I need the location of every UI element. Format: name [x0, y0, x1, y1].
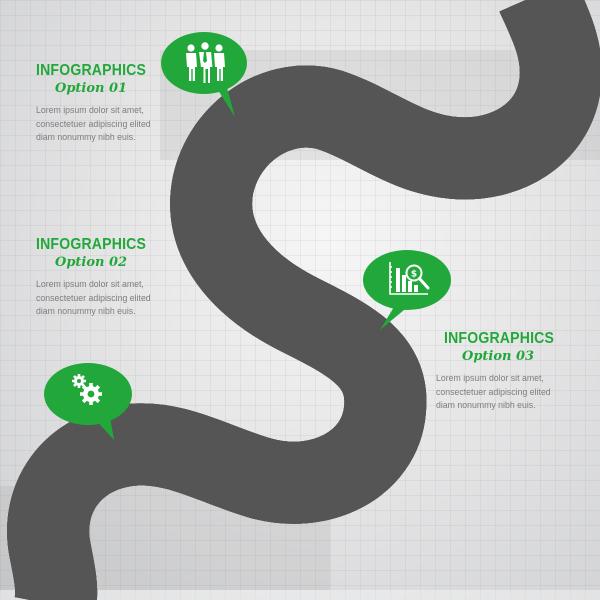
body-line: Lorem ipsum dolor sit amet,: [36, 105, 144, 116]
option-01-body: Lorem ipsum dolor sit amet, consectetuer…: [36, 104, 202, 145]
option-02-subtitle: Option 02: [55, 255, 128, 270]
background-band-footer: [0, 590, 600, 600]
option-03-block: INFOGRAPHICS Option 03 Lorem ipsum dolor…: [436, 330, 600, 413]
option-01-subtitle: Option 01: [55, 81, 128, 96]
body-line: Lorem ipsum dolor sit amet,: [436, 373, 544, 384]
option-03-subtitle: Option 03: [462, 349, 535, 364]
option-03-body: Lorem ipsum dolor sit amet, consectetuer…: [436, 372, 600, 413]
body-line: diam nonummy nibh euis.: [436, 400, 536, 411]
speech-bubble-option-02: [44, 363, 139, 443]
option-02-block: INFOGRAPHICS Option 02 Lorem ipsum dolor…: [36, 236, 216, 319]
option-02-title: INFOGRAPHICS: [36, 236, 147, 253]
speech-bubble-option-03: $: [362, 250, 457, 335]
option-01-title: INFOGRAPHICS: [36, 62, 147, 79]
svg-text:$: $: [411, 270, 417, 280]
people-group-icon: [186, 41, 225, 84]
financial-analysis-icon: $: [389, 262, 430, 295]
speech-bubble-option-01: [160, 32, 255, 122]
gears-icon: [72, 374, 102, 405]
option-02-body: Lorem ipsum dolor sit amet, consectetuer…: [36, 278, 202, 319]
body-line: consectetuer adipiscing elited: [436, 386, 551, 398]
body-line: consectetuer adipiscing elited: [36, 118, 151, 130]
body-line: diam nonummy nibh euis.: [36, 132, 136, 143]
option-01-block: INFOGRAPHICS Option 01 Lorem ipsum dolor…: [36, 62, 216, 145]
body-line: diam nonummy nibh euis.: [36, 306, 136, 317]
option-03-title: INFOGRAPHICS: [444, 330, 555, 347]
body-line: consectetuer adipiscing elited: [36, 292, 151, 304]
body-line: Lorem ipsum dolor sit amet,: [36, 279, 144, 290]
